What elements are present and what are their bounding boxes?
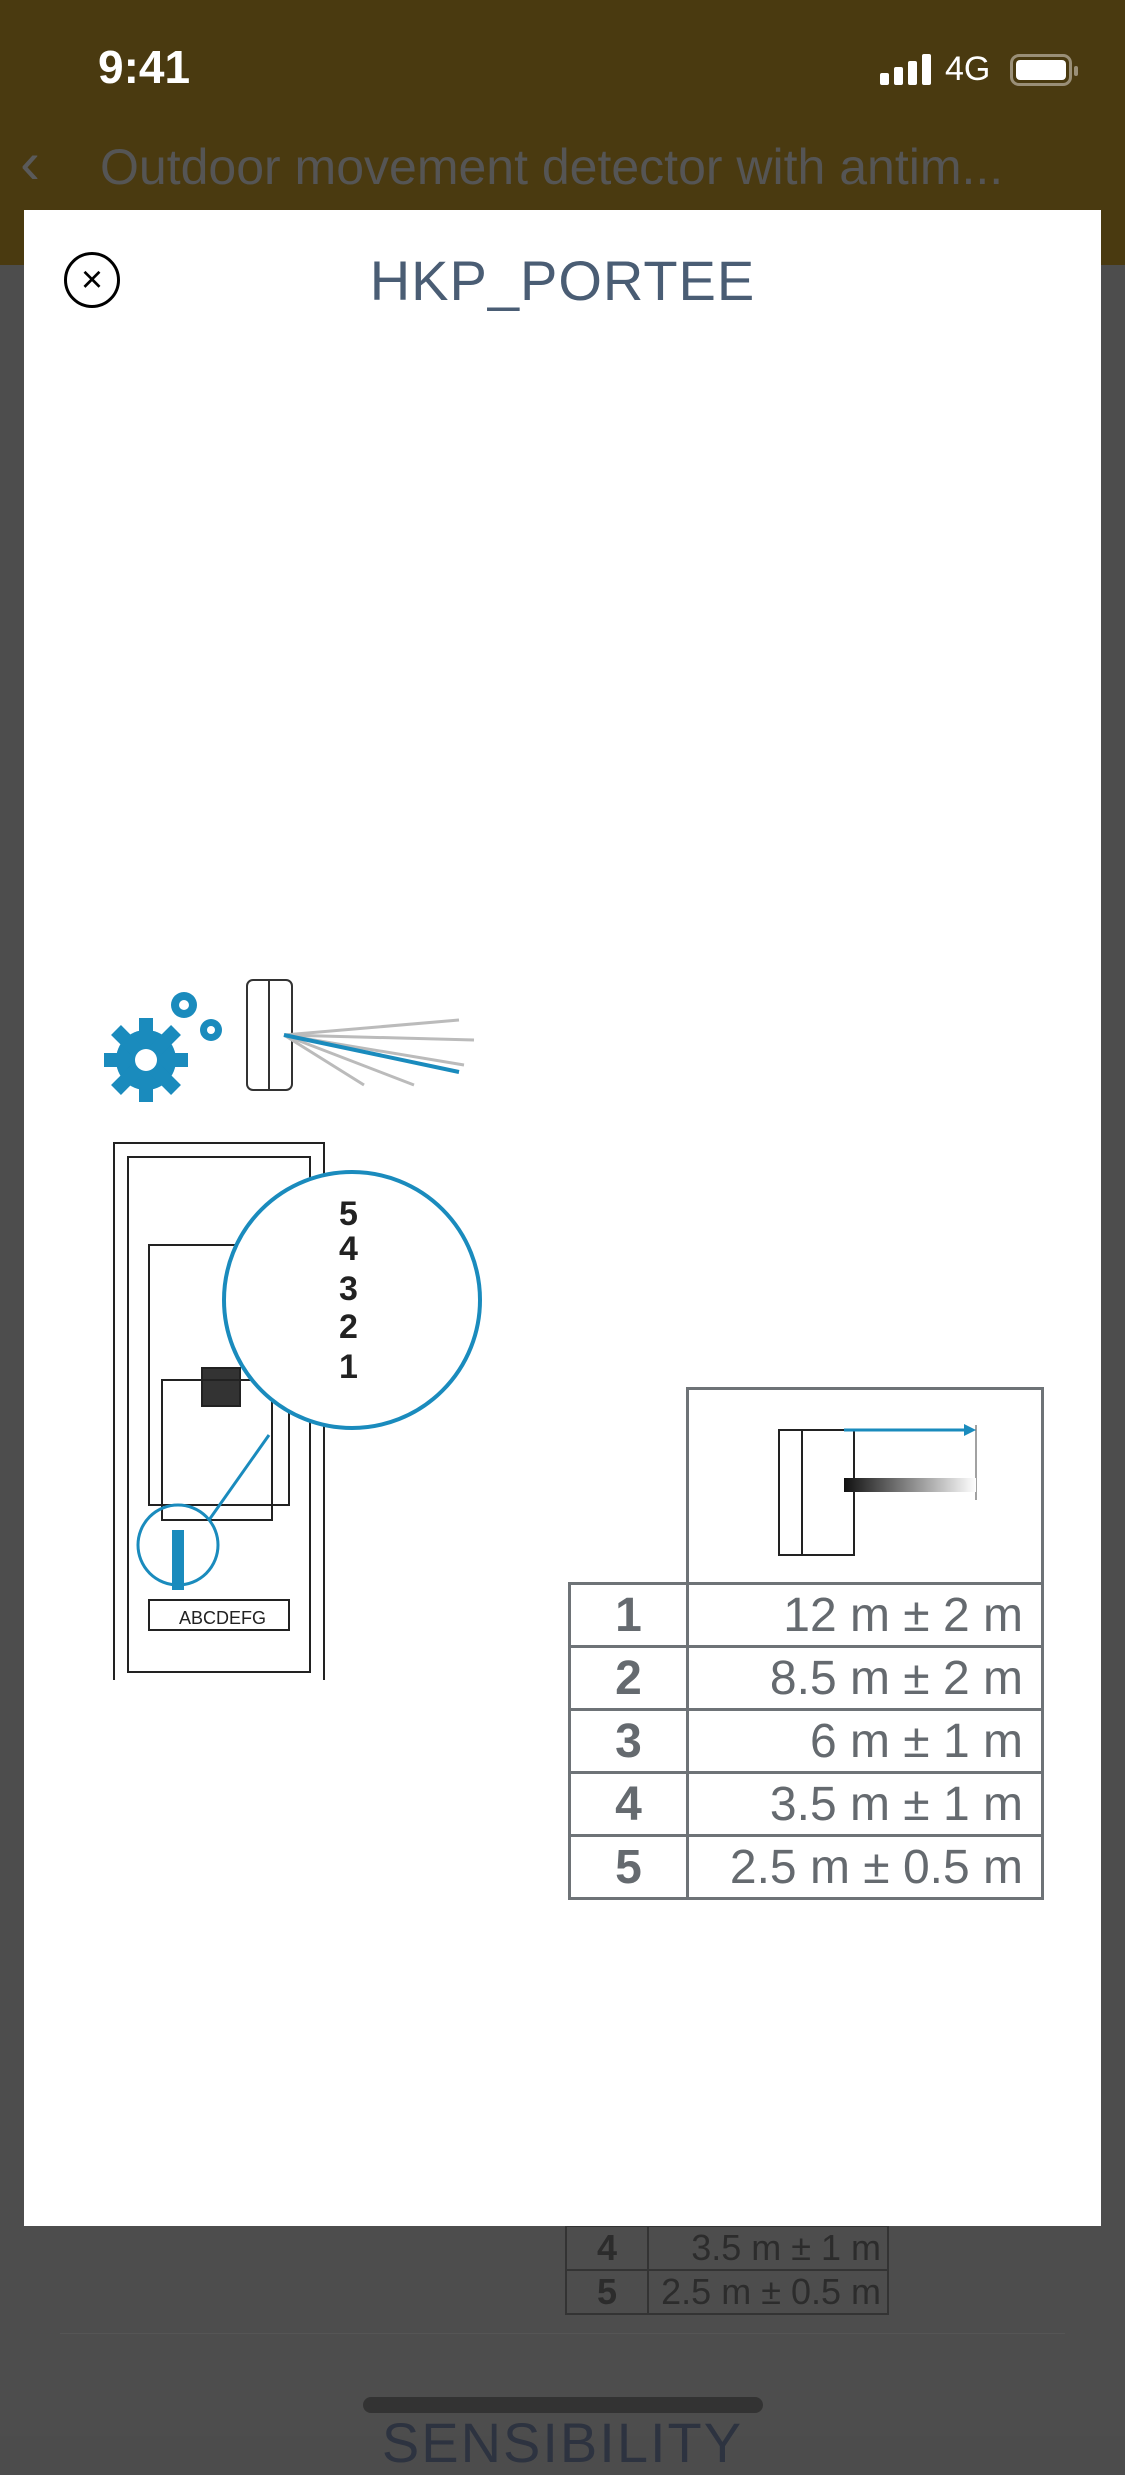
dial-label: 1 (339, 1348, 358, 1386)
setting-cell: 5 (568, 1834, 689, 1900)
range-table-header (686, 1387, 1044, 1585)
bg-cell: 5 (565, 2269, 649, 2315)
bg-cell: 3.5 m ± 1 m (647, 2225, 889, 2271)
bg-cell: 2.5 m ± 0.5 m (647, 2269, 889, 2315)
dial-label: 5 (339, 1195, 358, 1233)
section-heading: SENSIBILITY (381, 2411, 744, 2474)
setting-cell: 1 (568, 1582, 689, 1648)
beam-lines (283, 1018, 475, 1087)
status-time: 9:41 (98, 41, 191, 93)
bg-cell: 4 (565, 2225, 649, 2271)
divider (60, 2333, 1065, 2334)
nav-bar: ‹ Outdoor movement detector with antim..… (0, 130, 1125, 198)
range-cell: 2.5 m ± 0.5 m (686, 1834, 1044, 1900)
range-cell: 8.5 m ± 2 m (686, 1645, 1044, 1711)
setting-cell: 4 (568, 1771, 689, 1837)
network-type: 4G (945, 50, 991, 88)
detector-range-diagram: ABCDEFG 5 4 3 2 1 (104, 979, 482, 1680)
image-modal: × HKP_PORTEE ABCDEFG (24, 210, 1101, 2226)
range-cell: 6 m ± 1 m (686, 1708, 1044, 1774)
setting-cell: 3 (568, 1708, 689, 1774)
modal-title: HKP_PORTEE (369, 249, 756, 312)
dial-label: 2 (339, 1308, 358, 1346)
dial-label: 3 (339, 1270, 358, 1308)
gears-icon (104, 992, 222, 1102)
nav-title: Outdoor movement detector with antim... (100, 139, 1004, 195)
zoom-callout-small (136, 1503, 220, 1587)
callout-connector (207, 1434, 271, 1521)
dip-switch (172, 1530, 184, 1590)
range-cell: 12 m ± 2 m (686, 1582, 1044, 1648)
zoom-callout-large (222, 1170, 482, 1430)
home-indicator[interactable] (363, 2397, 763, 2413)
close-button[interactable]: × (64, 252, 120, 308)
beam-arrow (283, 1033, 460, 1074)
close-icon: × (80, 259, 104, 301)
signal-icon (880, 54, 931, 85)
setting-cell: 2 (568, 1645, 689, 1711)
back-chevron-icon[interactable]: ‹ (20, 129, 40, 196)
battery-icon (1010, 54, 1078, 86)
range-cell: 3.5 m ± 1 m (686, 1771, 1044, 1837)
terminal-labels: ABCDEFG (179, 1608, 266, 1628)
detector-range-icon (778, 1424, 977, 1556)
dial-label: 4 (339, 1230, 358, 1268)
